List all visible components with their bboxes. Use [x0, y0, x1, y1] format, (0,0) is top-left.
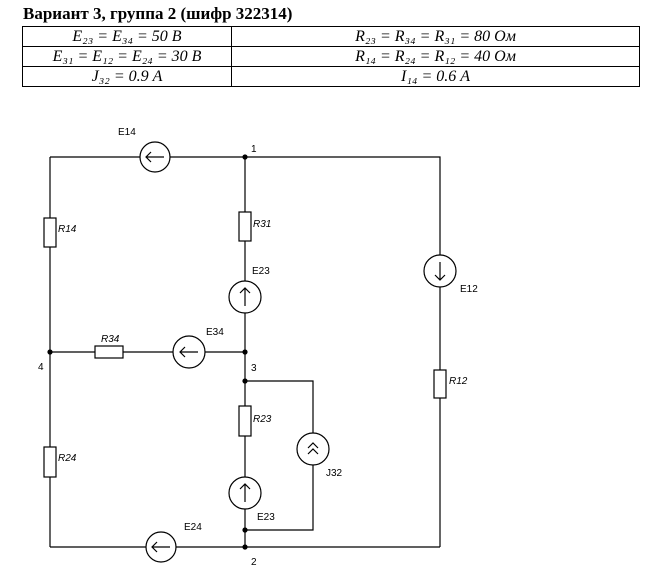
resistor-R31: [238, 211, 252, 242]
current-source-J32: [296, 432, 330, 466]
node-dot-3a: [242, 349, 248, 355]
label-R14: R14: [58, 224, 77, 235]
label-R23: R23: [253, 414, 272, 425]
table-row: J₃₂ = 0.9 А I₁₄ = 0.6 А: [22, 66, 640, 87]
label-R31: R31: [253, 219, 271, 230]
node-label-3: 3: [251, 363, 257, 374]
resistor-R34: [94, 345, 124, 359]
label-E34: E34: [206, 327, 224, 338]
resistor-R12: [433, 369, 447, 399]
source-E14: [139, 141, 171, 173]
label-J32: J32: [326, 468, 343, 479]
resistor-R24: [43, 446, 57, 478]
table-cell: J₃₂ = 0.9 А: [22, 66, 232, 87]
source-E34: [172, 335, 206, 369]
label-R34: R34: [101, 334, 120, 345]
page-title: Вариант 3, группа 2 (шифр 322314): [23, 4, 293, 23]
label-E14: E14: [118, 127, 136, 138]
node-dot-4: [47, 349, 53, 355]
label-R12: R12: [449, 376, 468, 387]
table-cell: E₃₁ = E₁₂ = E₂₄ = 30 В: [22, 46, 232, 67]
parameters-table: E₂₃ = E₃₄ = 50 В R₂₃ = R₃₄ = R₃₁ = 80 Ом…: [22, 26, 640, 87]
source-E24: [145, 531, 177, 563]
label-E24: E24: [184, 522, 202, 533]
node-dot-1: [242, 154, 248, 160]
node-dot-3b: [242, 378, 248, 384]
resistor-R23: [238, 405, 252, 437]
resistor-R14: [43, 217, 57, 248]
label-R24: R24: [58, 453, 77, 464]
wire-top-right: [245, 156, 441, 255]
node-dot-2b: [242, 544, 248, 550]
table-cell: R₂₃ = R₃₄ = R₃₁ = 80 Ом: [231, 26, 640, 47]
wire-j32-loop: [245, 380, 314, 531]
node-label-4: 4: [38, 362, 44, 373]
source-E12: [423, 254, 457, 288]
source-E23-lower: [228, 476, 262, 510]
source-E23-upper: [228, 280, 262, 314]
node-dot-2a: [242, 527, 248, 533]
label-E23-lower: E23: [257, 512, 275, 523]
table-cell: I₁₄ = 0.6 А: [231, 66, 640, 87]
node-label-2: 2: [251, 557, 257, 568]
table-row: E₂₃ = E₃₄ = 50 В R₂₃ = R₃₄ = R₃₁ = 80 Ом: [22, 26, 640, 47]
node-label-1: 1: [251, 144, 257, 155]
label-E12: E12: [460, 284, 478, 295]
label-E23-upper: E23: [252, 266, 270, 277]
